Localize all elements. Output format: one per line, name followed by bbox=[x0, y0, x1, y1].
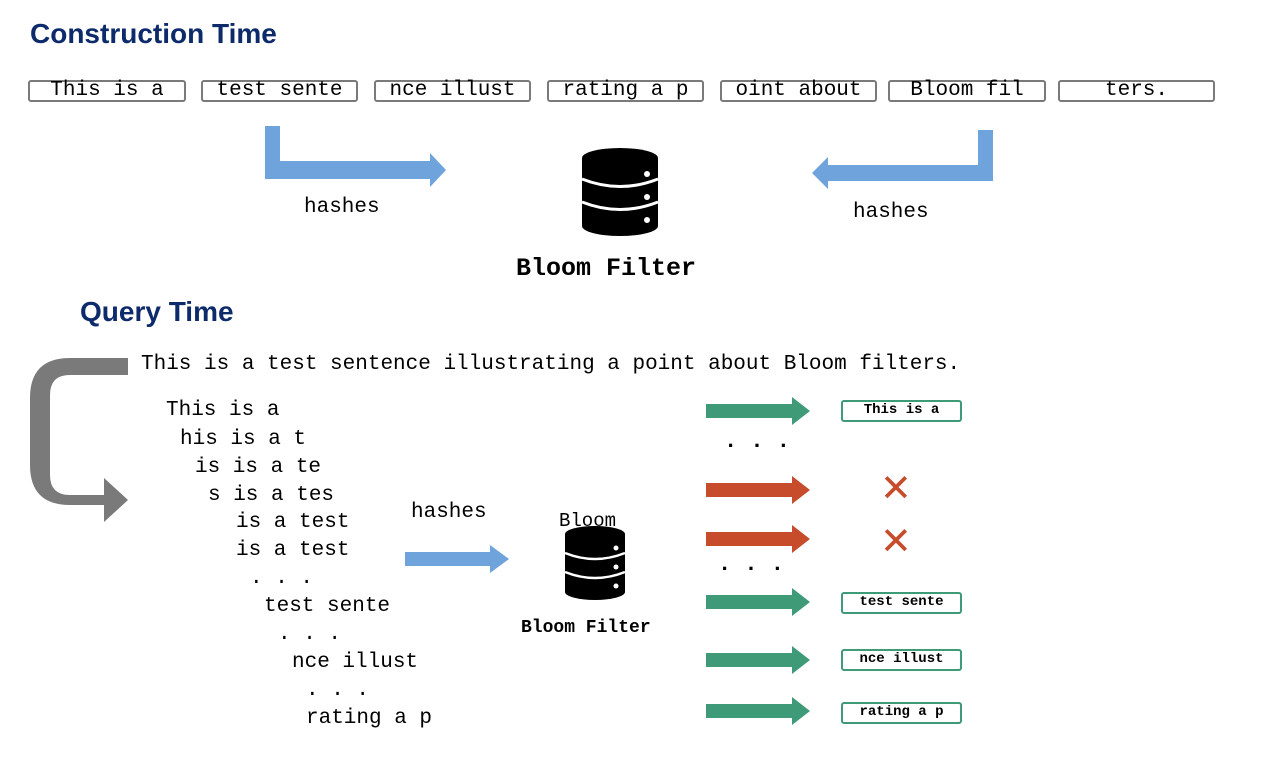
bloom-filter-label: Bloom Filter bbox=[516, 254, 697, 283]
match-box-3: nce illust bbox=[841, 649, 962, 671]
window-4: s is a tes bbox=[208, 484, 335, 507]
chunk-2: test sente bbox=[201, 80, 358, 102]
query-title: Query Time bbox=[80, 296, 234, 327]
window-ellipsis-2: . . . bbox=[278, 623, 342, 646]
gray-loop-arrow bbox=[30, 358, 128, 522]
results-ellipsis-2: . . . bbox=[718, 552, 785, 577]
chunk-4: rating a p bbox=[547, 80, 704, 102]
match-box-1: This is a bbox=[841, 400, 962, 422]
red-arrow-2 bbox=[706, 525, 810, 553]
hashes-label-query: hashes bbox=[411, 501, 487, 524]
cross-icon: ✕ bbox=[880, 519, 912, 563]
green-arrow-3 bbox=[706, 646, 810, 674]
window-2: his is a t bbox=[180, 428, 307, 451]
blue-arrow-construction-left bbox=[265, 126, 446, 187]
window-3: is is a te bbox=[195, 456, 322, 479]
window-9: rating a p bbox=[306, 707, 433, 730]
blue-arrow-construction-right bbox=[812, 130, 993, 189]
database-icon-query bbox=[564, 526, 626, 600]
hashes-label-left: hashes bbox=[304, 196, 380, 219]
database-icon bbox=[581, 148, 659, 236]
window-1: This is a bbox=[166, 399, 280, 422]
blue-arrow-query bbox=[405, 545, 509, 573]
results-ellipsis-1: . . . bbox=[724, 429, 791, 454]
window-7: test sente bbox=[264, 595, 391, 618]
match-box-2: test sente bbox=[841, 592, 962, 614]
chunk-7: ters. bbox=[1058, 80, 1215, 102]
chunk-1: This is a bbox=[28, 80, 186, 102]
window-6: is a test bbox=[236, 539, 350, 562]
green-arrow-4 bbox=[706, 697, 810, 725]
window-ellipsis-1: . . . bbox=[250, 567, 314, 590]
bloom-top-label: Bloom bbox=[559, 510, 617, 532]
green-arrow-1 bbox=[706, 397, 810, 425]
chunk-6: Bloom fil bbox=[888, 80, 1046, 102]
red-arrow-1 bbox=[706, 476, 810, 504]
cross-icon: ✕ bbox=[880, 466, 912, 510]
green-arrow-2 bbox=[706, 588, 810, 616]
bloom-filter-label-query: Bloom Filter bbox=[521, 618, 651, 638]
match-box-4: rating a p bbox=[841, 702, 962, 724]
chunk-3: nce illust bbox=[374, 80, 531, 102]
window-ellipsis-3: . . . bbox=[306, 679, 370, 702]
hashes-label-right: hashes bbox=[853, 201, 929, 224]
construction-title: Construction Time bbox=[30, 18, 277, 49]
window-5: is a test bbox=[236, 511, 350, 534]
chunk-5: oint about bbox=[720, 80, 877, 102]
query-sentence: This is a test sentence illustrating a p… bbox=[141, 353, 961, 376]
window-8: nce illust bbox=[292, 651, 419, 674]
